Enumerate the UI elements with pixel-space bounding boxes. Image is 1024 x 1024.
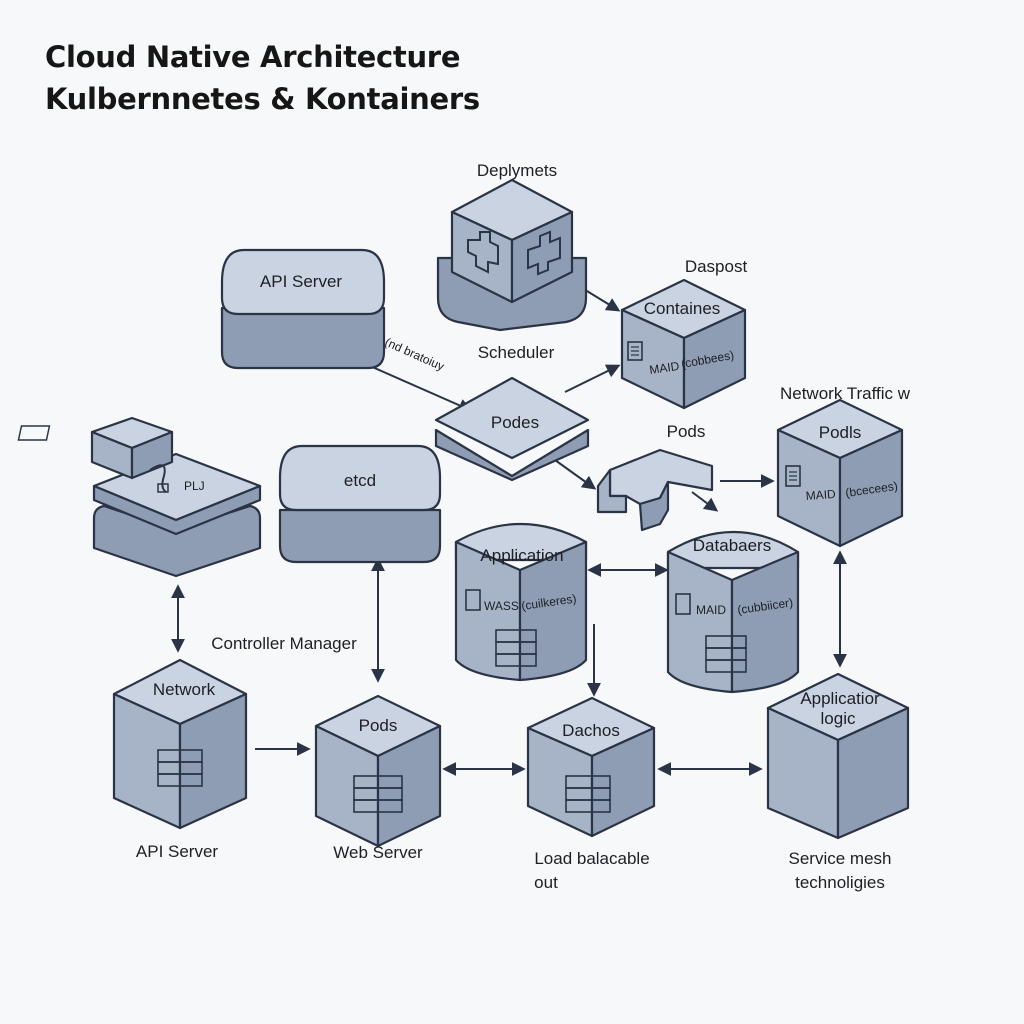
- application-logic-node: [766, 672, 910, 840]
- edge-deployments-to-containers: [581, 287, 621, 312]
- edge-podes-to-containers: [564, 364, 621, 393]
- application-label: Application: [480, 546, 563, 565]
- application-logic-label-line2: logic: [821, 709, 856, 728]
- dachos-label: Dachos: [562, 721, 620, 740]
- pods-middle-node: [596, 448, 714, 532]
- puzzle-icon-right: [527, 230, 561, 276]
- containers-label: Containes: [644, 299, 721, 318]
- web-server-label: Web Server: [333, 843, 423, 862]
- service-mesh-label-line1: Service mesh: [789, 849, 892, 868]
- containers-node: [620, 278, 747, 410]
- load-balancable-label-line2: out: [534, 873, 558, 892]
- dachos-node: [526, 696, 656, 838]
- database-icon: [565, 775, 611, 813]
- deployments-node: [436, 178, 588, 332]
- etcd-label: etcd: [344, 471, 376, 490]
- scheduler-label: Scheduler: [478, 343, 555, 362]
- podes-node: [434, 376, 590, 482]
- document-icon: [675, 593, 691, 615]
- etcd-node: [278, 444, 442, 564]
- database-icon: [353, 775, 403, 813]
- api-server-top-node: [220, 248, 386, 370]
- controller-manager-label: Controller Manager: [211, 634, 357, 653]
- databases-label: Databaers: [693, 536, 771, 555]
- pods-right-node: [776, 398, 904, 548]
- podes-label: Podes: [491, 413, 539, 432]
- cable-icon: [149, 464, 167, 493]
- document-icon: [465, 589, 481, 611]
- puzzle-icon-left: [467, 231, 499, 274]
- pods-bottom-node: [314, 694, 442, 848]
- pods-right-label: Podls: [819, 423, 862, 442]
- plu-label: PLJ: [184, 479, 205, 493]
- database-icon: [157, 749, 203, 787]
- network-traffic-label: Network Traffic w: [780, 384, 911, 403]
- database-icon: [495, 629, 537, 667]
- deployments-label: Deplymets: [477, 161, 557, 180]
- daspost-label: Daspost: [685, 257, 748, 276]
- window-icon: [17, 425, 51, 441]
- databases-tag-left: MAID: [696, 603, 726, 617]
- pods-middle-label: Pods: [667, 422, 706, 441]
- pods-right-tag-left: MAID: [805, 487, 836, 503]
- edge-annotation-label: (nd bratoiuy: [383, 335, 447, 374]
- pods-bottom-label: Pods: [359, 716, 398, 735]
- service-mesh-label-line2: technoligies: [795, 873, 885, 892]
- database-icon: [705, 635, 747, 673]
- api-server-top-label: API Server: [260, 272, 343, 291]
- network-node: [112, 658, 248, 830]
- application-logic-label-line1: Applicatior: [800, 689, 880, 708]
- plug-icon: [157, 483, 169, 493]
- edge-pods-middle-to-databases: [691, 491, 719, 512]
- document-icon: [785, 465, 801, 487]
- application-tag-left: WASS: [484, 599, 519, 613]
- databases-node: [666, 531, 800, 694]
- document-icon: [627, 341, 643, 361]
- application-node: [454, 522, 588, 682]
- diagram-title-line-1: Cloud Native Architecture: [45, 40, 461, 74]
- diagram-title-line-2: Kulbernnetes & Kontainers: [45, 82, 480, 116]
- edges: [171, 287, 847, 776]
- containers-tag-left: MAID: [648, 359, 680, 377]
- plu-node: [17, 416, 262, 578]
- load-balancable-label-line1: Load balacable: [534, 849, 649, 868]
- network-label: Network: [153, 680, 216, 699]
- api-server-bottom-label: API Server: [136, 842, 219, 861]
